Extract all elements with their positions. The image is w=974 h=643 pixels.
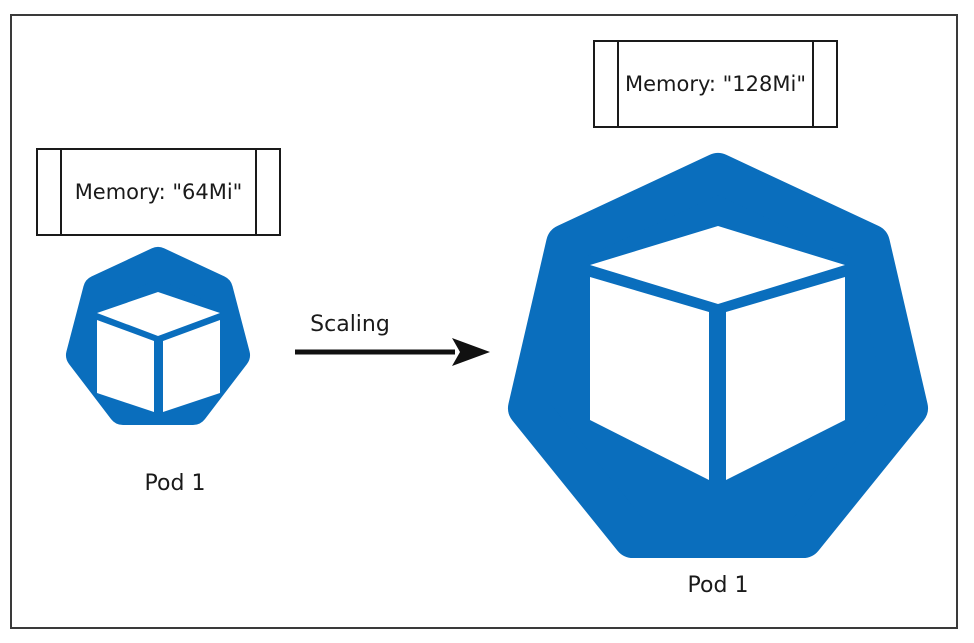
- pod-icon-large: [508, 153, 928, 558]
- diagram-frame: [10, 14, 958, 629]
- cube-icon: [97, 292, 220, 412]
- memory-box-divider-left: [617, 42, 619, 126]
- memory-box-small: Memory: "64Mi": [36, 148, 281, 236]
- scaling-label: Scaling: [310, 312, 390, 337]
- cube-icon: [590, 226, 845, 480]
- memory-label-small: Memory: "64Mi": [74, 180, 243, 204]
- pod-label-large: Pod 1: [687, 573, 749, 598]
- memory-label-large: Memory: "128Mi": [625, 72, 806, 96]
- arrow-right-icon: [452, 338, 490, 366]
- pod-icon-small: [66, 247, 250, 425]
- memory-box-divider-left: [60, 150, 62, 234]
- memory-box-divider-right: [255, 150, 257, 234]
- scaling-arrow: [295, 338, 490, 366]
- pod-label-small: Pod 1: [144, 471, 206, 496]
- memory-box-large: Memory: "128Mi": [593, 40, 838, 128]
- memory-box-divider-right: [812, 42, 814, 126]
